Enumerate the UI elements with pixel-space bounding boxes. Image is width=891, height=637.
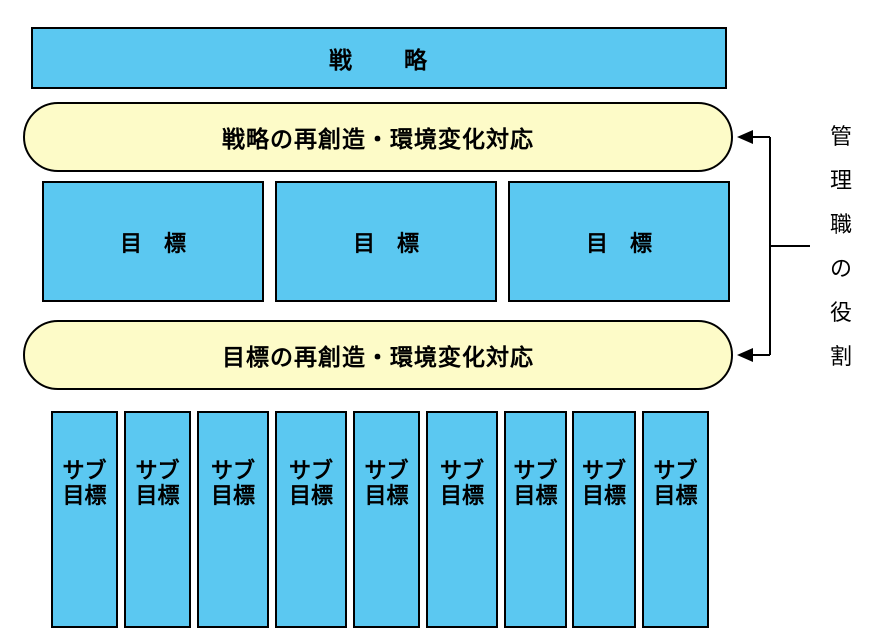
role-char: 管 bbox=[829, 125, 852, 150]
sub-goal-label: 目標 bbox=[62, 484, 107, 510]
goal-response-pill: 目標の再創造・環境変化対応 bbox=[23, 320, 733, 390]
sub-goal-label: サブ bbox=[364, 459, 409, 484]
sub-goal-label: 目標 bbox=[135, 484, 180, 510]
arrow-head-top bbox=[737, 130, 753, 144]
role-char: 割 bbox=[829, 345, 852, 370]
sub-goal-label: 目標 bbox=[210, 484, 255, 510]
sub-goal-label: 目標 bbox=[439, 484, 484, 510]
sub-goal-label: サブ bbox=[513, 459, 558, 484]
arrow-head-bottom bbox=[737, 348, 753, 362]
sub-goal-box-7: サブ 目標 bbox=[504, 411, 567, 628]
role-label: 管 理 職 の 役 割 bbox=[818, 116, 864, 380]
sub-goal-label: サブ bbox=[288, 459, 333, 484]
sub-goal-label: サブ bbox=[135, 459, 180, 484]
sub-goal-box-8: サブ 目標 bbox=[572, 411, 636, 628]
role-char: 理 bbox=[829, 169, 852, 194]
sub-goal-label: サブ bbox=[581, 459, 626, 484]
role-char: の bbox=[829, 257, 852, 282]
strategy-response-pill: 戦略の再創造・環境変化対応 bbox=[23, 102, 733, 172]
sub-goal-box-6: サブ 目標 bbox=[426, 411, 498, 628]
sub-goal-box-3: サブ 目標 bbox=[197, 411, 269, 628]
sub-goal-box-9: サブ 目標 bbox=[642, 411, 709, 628]
sub-goal-label: 目標 bbox=[581, 484, 626, 510]
goal-box-3: 目 標 bbox=[508, 181, 730, 302]
sub-goal-label: サブ bbox=[439, 459, 484, 484]
sub-goal-label: 目標 bbox=[364, 484, 409, 510]
sub-goal-label: 目標 bbox=[288, 484, 333, 510]
sub-goal-label: サブ bbox=[653, 459, 698, 484]
strategy-box: 戦 略 bbox=[31, 27, 727, 89]
sub-goal-box-1: サブ 目標 bbox=[51, 411, 118, 628]
goal-box-2: 目 標 bbox=[275, 181, 497, 302]
sub-goal-box-5: サブ 目標 bbox=[353, 411, 420, 628]
sub-goal-box-2: サブ 目標 bbox=[124, 411, 191, 628]
role-char: 役 bbox=[829, 301, 852, 326]
goal-box-1: 目 標 bbox=[42, 181, 264, 302]
sub-goal-label: サブ bbox=[210, 459, 255, 484]
role-char: 職 bbox=[829, 213, 852, 238]
sub-goal-label: サブ bbox=[62, 459, 107, 484]
sub-goal-box-4: サブ 目標 bbox=[275, 411, 347, 628]
sub-goal-label: 目標 bbox=[653, 484, 698, 510]
sub-goal-label: 目標 bbox=[513, 484, 558, 510]
